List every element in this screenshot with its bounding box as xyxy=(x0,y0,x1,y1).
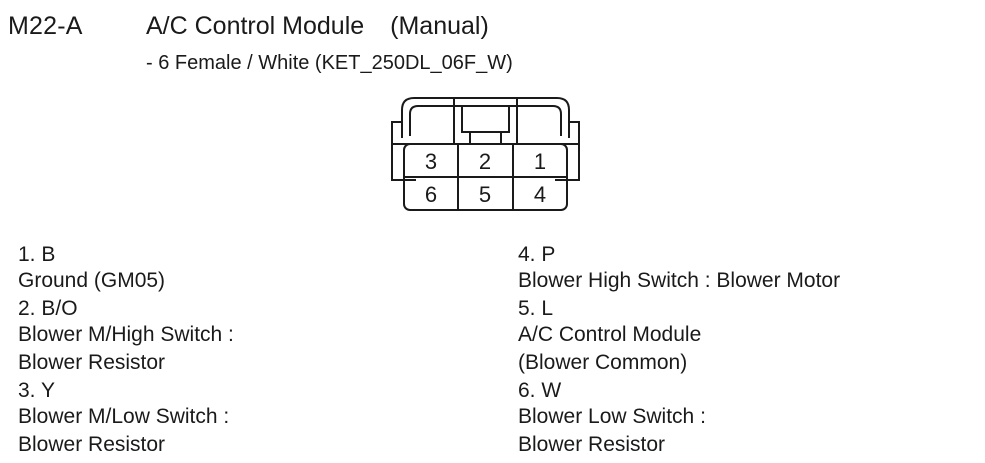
pin-description-line: A/C Control Module xyxy=(518,323,702,346)
pin-legend-row: 6. W Blower Low Switch : Blower Resistor xyxy=(518,379,978,459)
pin-legend-column-left: 1. B Ground (GM05) 2. B/O Blower M/High … xyxy=(18,243,488,461)
latch-tab xyxy=(461,105,510,133)
pin-legend-row: 4. P Blower High Switch : Blower Motor xyxy=(518,243,978,295)
pin-description: Blower High Switch : Blower Motor xyxy=(518,267,978,295)
pin-number-3: 3 xyxy=(425,149,437,174)
connector-svg: 3 2 1 6 5 4 xyxy=(391,97,580,211)
connector-diagram: 3 2 1 6 5 4 xyxy=(388,88,594,228)
pin-number-1: 1 xyxy=(534,149,546,174)
pin-number-5: 5 xyxy=(479,182,491,207)
pin-number-4: 4 xyxy=(534,182,546,207)
pin-id: 3. Y xyxy=(18,379,55,402)
pin-id: 2. B/O xyxy=(18,297,78,320)
pin-description-line: (Blower Common) xyxy=(518,351,688,374)
pin-id: 6. W xyxy=(518,379,562,402)
pin-id: 1. B xyxy=(18,243,56,266)
pin-description-line: Ground (GM05) xyxy=(18,269,166,292)
pin-legend-column-right: 4. P Blower High Switch : Blower Motor 5… xyxy=(518,243,978,461)
pin-description-line: Blower Resistor xyxy=(518,433,666,456)
pin-description: Blower Low Switch : Blower Resistor xyxy=(518,403,978,459)
pin-legend-row: 1. B Ground (GM05) xyxy=(18,243,488,295)
module-title: A/C Control Module xyxy=(146,12,365,40)
pin-legend: 1. B Ground (GM05) 2. B/O Blower M/High … xyxy=(0,243,985,456)
pin-description-line: Blower M/Low Switch : xyxy=(18,405,230,428)
pin-number-2: 2 xyxy=(479,149,491,174)
pin-description-line: Blower M/High Switch : xyxy=(18,323,234,346)
pin-description-line: Blower Resistor xyxy=(18,351,166,374)
connector-subtitle: - 6 Female / White (KET_250DL_06F_W) xyxy=(146,52,513,74)
module-variant: (Manual) xyxy=(390,12,489,40)
pin-description: Blower M/Low Switch : Blower Resistor xyxy=(18,403,488,459)
connector-shell xyxy=(391,97,580,211)
pin-description-line: Blower High Switch : Blower Motor xyxy=(518,269,841,292)
pin-description: Blower M/High Switch : Blower Resistor xyxy=(18,321,488,377)
pin-description-line: Blower Resistor xyxy=(18,433,166,456)
pin-number-group: 3 2 1 6 5 4 xyxy=(425,149,546,207)
pin-description: Ground (GM05) xyxy=(18,267,488,295)
pin-description-line: Blower Low Switch : xyxy=(518,405,706,428)
pin-legend-row: 5. L A/C Control Module (Blower Common) xyxy=(518,297,978,377)
page-title: A/C Control Module (Manual) xyxy=(146,12,489,41)
pin-legend-row: 2. B/O Blower M/High Switch : Blower Res… xyxy=(18,297,488,377)
pin-description: A/C Control Module (Blower Common) xyxy=(518,321,978,377)
header-block: M22-A A/C Control Module (Manual) - 6 Fem… xyxy=(0,0,985,90)
pin-legend-row: 3. Y Blower M/Low Switch : Blower Resist… xyxy=(18,379,488,459)
pin-id: 4. P xyxy=(518,243,556,266)
connector-code: M22-A xyxy=(8,12,83,40)
shell-outline xyxy=(401,97,570,138)
pin-number-6: 6 xyxy=(425,182,437,207)
pin-id: 5. L xyxy=(518,297,554,320)
